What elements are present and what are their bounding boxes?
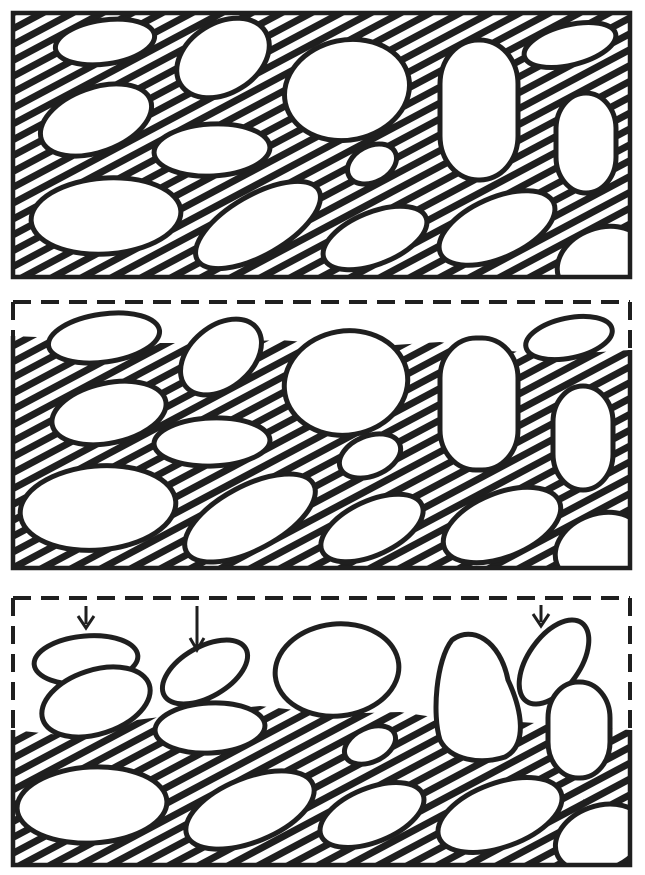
panel-2 (13, 302, 645, 596)
grain (440, 40, 518, 180)
grain (153, 416, 271, 468)
grain (553, 386, 613, 490)
down-arrow-icon (190, 606, 204, 650)
down-arrow-icon (533, 605, 549, 626)
grain (556, 93, 616, 193)
grain (548, 682, 610, 778)
grain (271, 618, 404, 722)
panel-3 (13, 598, 645, 875)
down-arrow-icon (78, 606, 94, 628)
grain (440, 338, 518, 470)
panel-1 (13, 2, 645, 310)
grain (436, 634, 520, 760)
